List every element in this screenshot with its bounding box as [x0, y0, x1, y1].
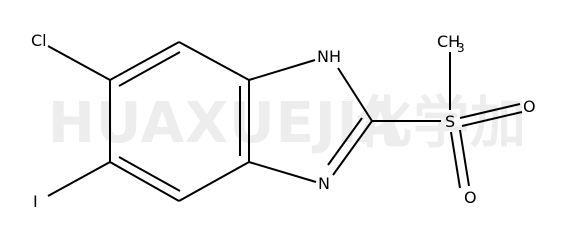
atom-oxygen-lower: O	[464, 188, 477, 207]
atom-methyl-subscript: 3	[457, 41, 465, 55]
atom-methyl-carbon: CH	[437, 32, 460, 51]
bond-c7-c7a	[178, 41, 250, 81]
atom-nh-nitrogen: N	[317, 47, 329, 66]
benzene-ring	[109, 41, 250, 202]
atom-chlorine: Cl	[31, 31, 47, 50]
atom-imine-nitrogen: N	[318, 174, 330, 193]
bond-s-o-upper-b	[461, 111, 523, 127]
bond-c4-c5-inner	[118, 156, 181, 192]
bond-c5-i	[47, 161, 111, 197]
bond-s-o-upper-a	[459, 103, 521, 119]
watermark-registered-mark: ®	[342, 95, 354, 109]
bond-c6-c7-inner	[118, 51, 181, 87]
bond-n1-c2	[337, 67, 373, 122]
imidazole-ring	[248, 59, 373, 183]
bond-c4-c5	[109, 161, 180, 202]
bond-c6-cl	[47, 45, 111, 81]
bond-n3-c3a	[248, 161, 317, 183]
watermark: HUAXUEJIA ® 化学加	[48, 91, 527, 156]
methylsulfonyl-group	[372, 52, 523, 189]
watermark-cjk: 化学加	[356, 91, 527, 156]
bond-s-o-lower-b	[459, 129, 470, 187]
bond-c3a-c4	[178, 161, 250, 202]
bond-c2-n3	[332, 120, 373, 176]
atom-oxygen-upper: O	[523, 97, 536, 116]
bond-c6-c7	[109, 41, 180, 81]
atom-nh-hydrogen: H	[329, 47, 341, 66]
atom-iodine: I	[33, 192, 38, 211]
bond-c2-n3-inner	[327, 117, 363, 166]
atom-sulfur: S	[445, 112, 455, 131]
bond-s-o-lower-a	[450, 131, 461, 189]
bond-c7a-n1	[248, 59, 316, 81]
